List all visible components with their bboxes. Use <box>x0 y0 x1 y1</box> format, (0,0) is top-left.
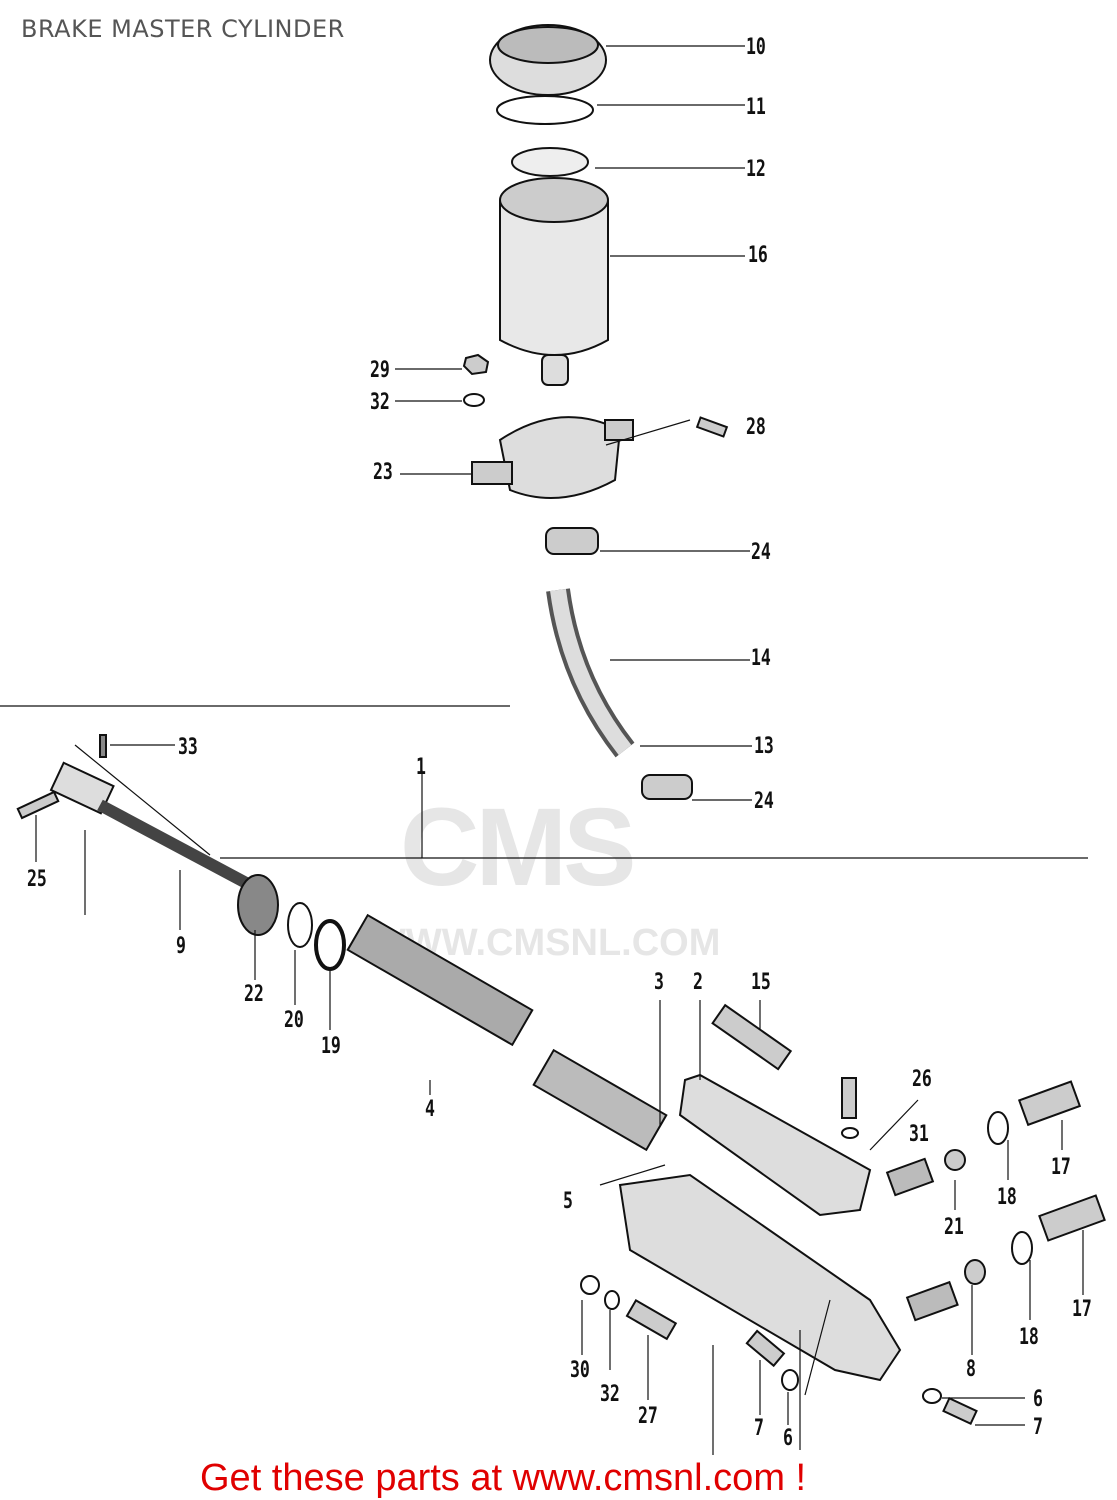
part-bolt-27 <box>625 1298 678 1341</box>
part-band-23 <box>471 416 634 499</box>
diagram-title: BRAKE MASTER CYLINDER <box>21 15 345 43</box>
callout-9: 9 <box>176 934 186 959</box>
callout-2: 2 <box>693 970 703 995</box>
callout-23: 23 <box>373 460 393 485</box>
callout-14: 14 <box>751 646 771 671</box>
part-screw-28 <box>695 416 729 438</box>
cta-link[interactable]: Get these parts at www.cmsnl.com ! <box>200 1457 807 1499</box>
part-bolt-25 <box>16 790 60 820</box>
part-cap-plate <box>496 95 594 125</box>
callout-24b: 24 <box>754 789 774 814</box>
callout-4: 4 <box>425 1097 435 1122</box>
callout-7: 7 <box>754 1416 764 1441</box>
callout-7b: 7 <box>1033 1415 1043 1440</box>
callout-8: 8 <box>966 1357 976 1382</box>
part-bolt-15 <box>711 1003 793 1071</box>
callout-29: 29 <box>370 358 390 383</box>
callout-25: 25 <box>27 867 47 892</box>
part-body <box>618 1173 902 1382</box>
callout-21: 21 <box>944 1215 964 1240</box>
part-piston-4 <box>346 913 534 1047</box>
callout-5: 5 <box>563 1189 573 1214</box>
part-diaphragm <box>511 147 589 177</box>
callout-22: 22 <box>244 982 264 1007</box>
part-reservoir <box>499 177 609 386</box>
part-circlip-20 <box>287 902 313 948</box>
part-washer-18b <box>1011 1231 1033 1265</box>
callout-6: 6 <box>783 1426 793 1451</box>
callout-10: 10 <box>746 35 766 60</box>
callout-18b: 18 <box>1019 1325 1039 1350</box>
part-washer-30 <box>580 1275 600 1295</box>
part-spring-3 <box>532 1048 668 1152</box>
callout-26: 26 <box>912 1067 932 1092</box>
part-bolt-17 <box>1017 1080 1106 1242</box>
part-valve-right <box>885 1157 959 1322</box>
callout-30: 30 <box>570 1358 590 1383</box>
part-washer-32b <box>604 1290 620 1310</box>
callout-1: 1 <box>416 755 426 780</box>
callout-32b: 32 <box>600 1382 620 1407</box>
part-screw-26 <box>841 1077 859 1139</box>
callout-31: 31 <box>909 1122 929 1147</box>
part-washer-19 <box>314 919 346 971</box>
callout-17: 17 <box>1051 1155 1071 1180</box>
part-reservoir-cap <box>489 24 607 96</box>
part-washer-18 <box>987 1111 1009 1145</box>
leader-lines <box>0 45 1088 1455</box>
callout-15: 15 <box>751 970 771 995</box>
callout-32: 32 <box>370 390 390 415</box>
part-nut-29 <box>462 353 490 376</box>
part-pushrod-9 <box>49 761 253 891</box>
callout-20: 20 <box>284 1008 304 1033</box>
callout-28: 28 <box>746 415 766 440</box>
part-clip-24b <box>641 774 693 800</box>
callout-33: 33 <box>178 735 198 760</box>
watermark-logo: CMS <box>400 786 636 909</box>
callout-16: 16 <box>748 243 768 268</box>
part-bolt-7 <box>745 1329 786 1368</box>
callout-17b: 17 <box>1072 1297 1092 1322</box>
callout-11: 11 <box>746 95 766 120</box>
callout-18: 18 <box>997 1185 1017 1210</box>
callout-27: 27 <box>638 1404 658 1429</box>
callout-13: 13 <box>754 734 774 759</box>
callout-19: 19 <box>321 1034 341 1059</box>
callout-3: 3 <box>654 970 664 995</box>
part-washer-32 <box>463 393 485 407</box>
part-washer-6 <box>781 1369 799 1391</box>
part-pin-33 <box>99 734 107 758</box>
part-clip-24 <box>545 527 599 555</box>
callout-12: 12 <box>746 157 766 182</box>
callout-6b: 6 <box>1033 1387 1043 1412</box>
callout-24: 24 <box>751 540 771 565</box>
part-boot-22 <box>237 874 279 936</box>
